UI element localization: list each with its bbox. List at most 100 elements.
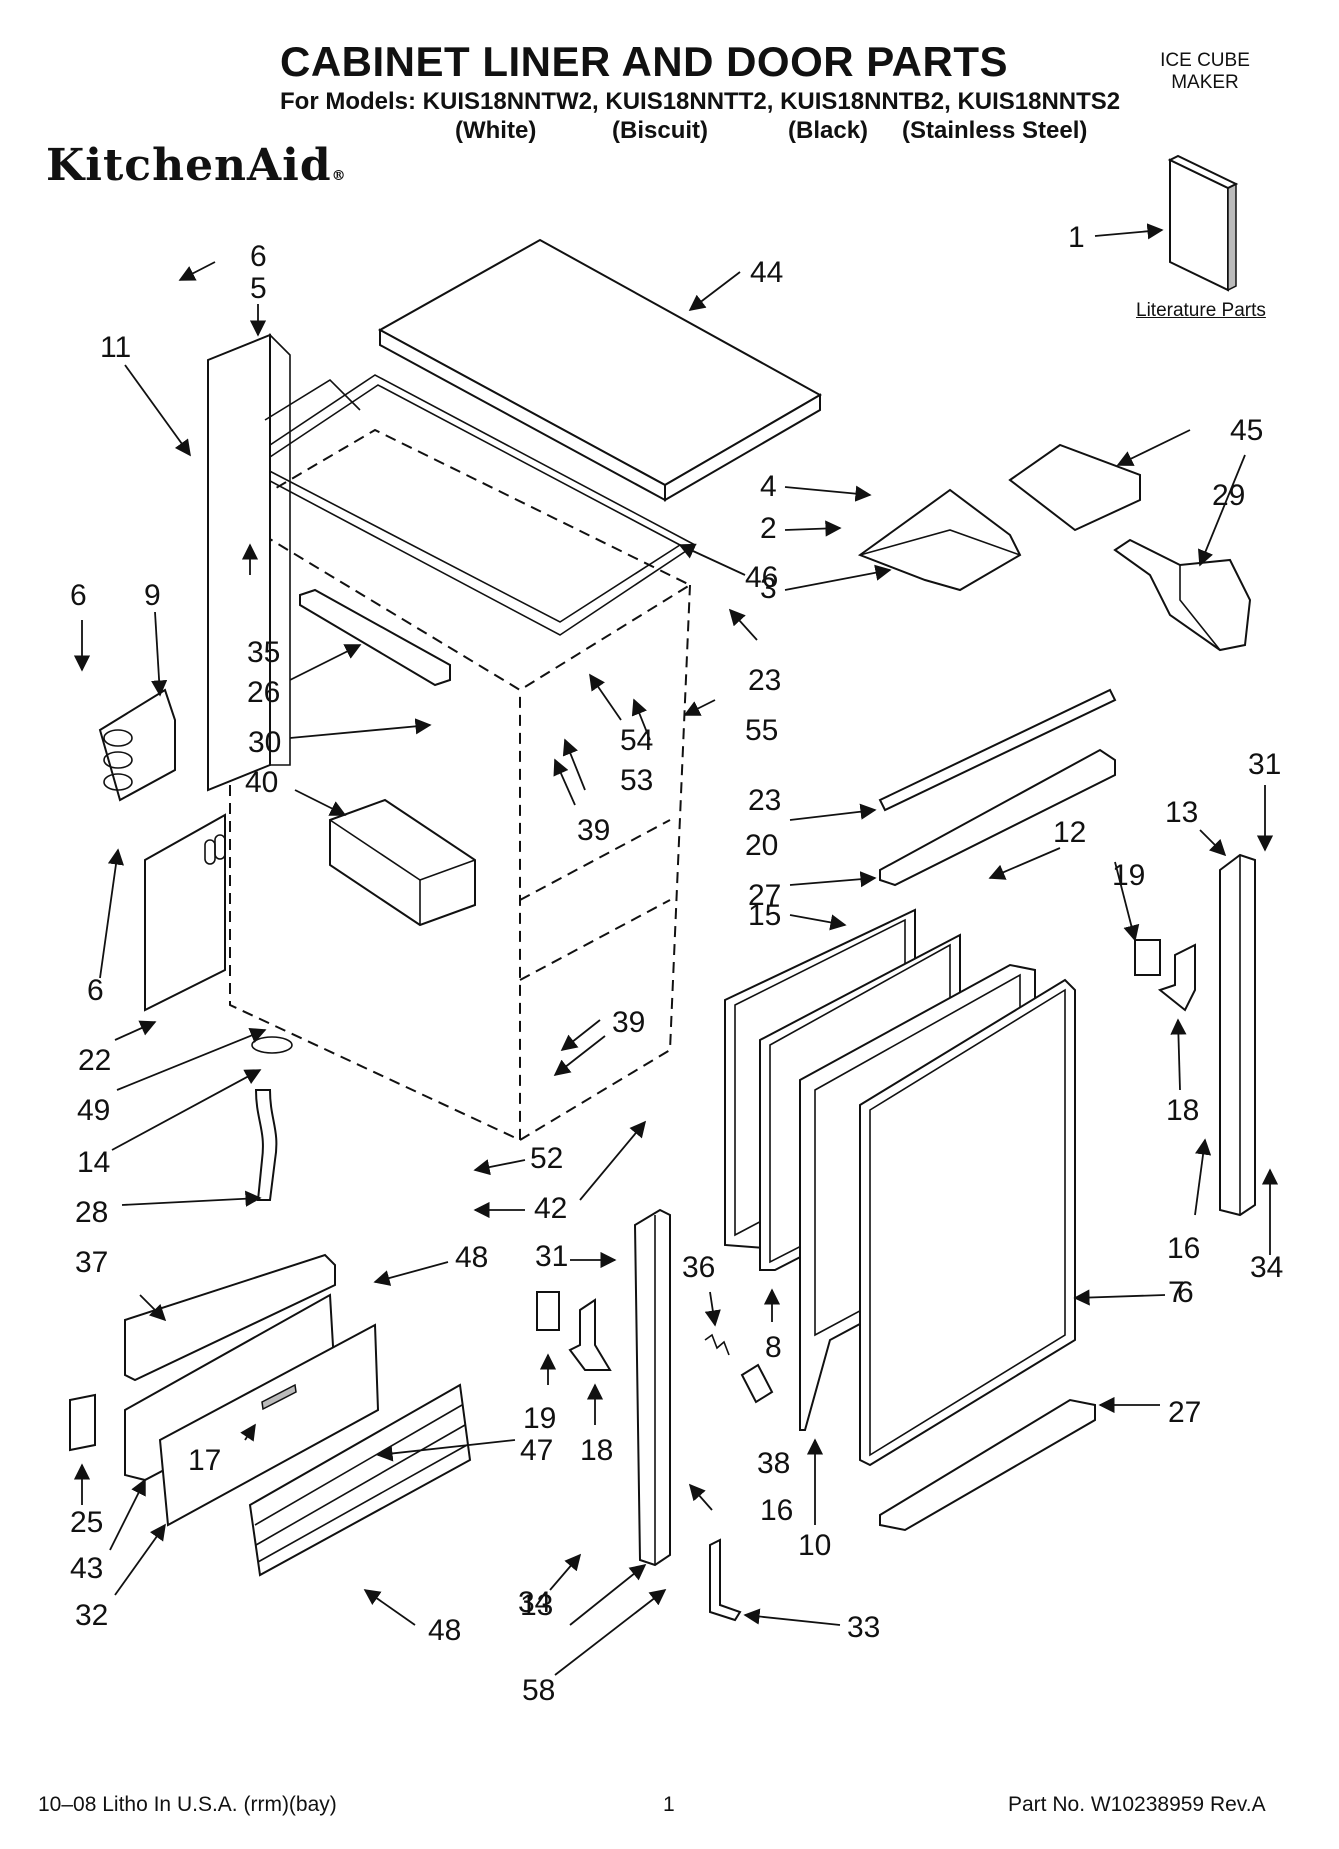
callout-label: 6 bbox=[70, 579, 87, 612]
callout-label: 31 bbox=[1248, 748, 1281, 781]
callout-label: 43 bbox=[70, 1552, 103, 1585]
callout-label: 42 bbox=[534, 1192, 567, 1225]
callout-label: 20 bbox=[745, 829, 778, 862]
callout-label: 28 bbox=[75, 1196, 108, 1229]
literature-parts-label: Literature Parts bbox=[1136, 300, 1266, 321]
drain-hose bbox=[251, 1036, 293, 1201]
callout-label: 26 bbox=[247, 676, 280, 709]
grille-clip bbox=[69, 1393, 96, 1452]
hinge-pin-sleeve bbox=[740, 1363, 774, 1404]
callout-label: 34 bbox=[518, 1586, 551, 1619]
callout-label: 16 bbox=[760, 1494, 793, 1527]
registered-mark: ® bbox=[331, 168, 347, 184]
callout-label: 30 bbox=[248, 726, 281, 759]
callout-label: 8 bbox=[765, 1331, 782, 1364]
lower-hinge-bracket bbox=[709, 1538, 742, 1622]
page-title: CABINET LINER AND DOOR PARTS bbox=[280, 38, 1008, 85]
page-number: 1 bbox=[663, 1793, 675, 1816]
callout-label: 11 bbox=[100, 331, 131, 364]
callout-label: 10 bbox=[798, 1529, 831, 1562]
callout-labels: 1 2 3 4 5 6 6 6 6 7 8 9 10 11 12 13 13 1… bbox=[70, 221, 1283, 1707]
callout-label: 49 bbox=[77, 1094, 110, 1127]
brand-logo: KitchenAid® bbox=[46, 140, 347, 191]
toe-grille bbox=[158, 1323, 380, 1527]
callout-label: 23 bbox=[748, 784, 781, 817]
callout-label: 16 bbox=[1167, 1232, 1200, 1265]
callout-label: 58 bbox=[522, 1674, 555, 1707]
left-door-hinge bbox=[536, 1291, 612, 1371]
callout-label: 48 bbox=[428, 1614, 461, 1647]
callout-label: 18 bbox=[1166, 1094, 1199, 1127]
callout-label: 14 bbox=[77, 1146, 110, 1179]
literature-booklet bbox=[1167, 154, 1239, 292]
callout-label: 52 bbox=[530, 1142, 563, 1175]
callout-label: 39 bbox=[577, 814, 610, 847]
product-category: ICE CUBE MAKER bbox=[1150, 50, 1260, 94]
callout-label: 22 bbox=[78, 1044, 111, 1077]
callout-label: 7 bbox=[1168, 1276, 1185, 1309]
condenser-grille bbox=[248, 1383, 472, 1577]
callout-label: 6 bbox=[87, 974, 104, 1007]
callout-label: 13 bbox=[520, 1589, 553, 1622]
callout-label: 3 bbox=[760, 572, 777, 605]
callout-label: 48 bbox=[455, 1241, 488, 1274]
print-info: 10–08 Litho In U.S.A. (rrm)(bay) bbox=[38, 1793, 337, 1816]
callout-label: 32 bbox=[75, 1599, 108, 1632]
callout-label: 18 bbox=[580, 1434, 613, 1467]
callout-label: 38 bbox=[757, 1447, 790, 1480]
right-door-hinge bbox=[1134, 939, 1196, 1012]
callout-label: 17 bbox=[188, 1444, 221, 1477]
leader-arrows bbox=[73, 223, 1279, 1676]
category-line: MAKER bbox=[1171, 72, 1239, 93]
ice-scoop bbox=[1113, 538, 1252, 652]
callout-label: 6 bbox=[250, 240, 267, 273]
left-side-panel bbox=[207, 333, 361, 792]
callout-label: 36 bbox=[682, 1251, 715, 1284]
callout-label: 19 bbox=[523, 1402, 556, 1435]
callout-label: 13 bbox=[1165, 796, 1198, 829]
callout-label: 54 bbox=[620, 724, 653, 757]
rear-access-panel bbox=[144, 813, 226, 1012]
shelf-rail bbox=[299, 588, 451, 687]
door-top-bracket bbox=[878, 688, 1117, 812]
callout-label: 1 bbox=[1068, 221, 1085, 254]
callout-label: 46 bbox=[745, 561, 778, 594]
door-panel bbox=[859, 978, 1076, 1467]
callout-label: 12 bbox=[1053, 816, 1086, 849]
toe-grille-frame bbox=[124, 1253, 336, 1382]
callout-label: 4 bbox=[760, 470, 777, 503]
brand-name: KitchenAid bbox=[46, 140, 332, 191]
cabinet-top-panel bbox=[377, 238, 823, 502]
callout-label: 6 bbox=[1177, 1276, 1194, 1309]
model-list: For Models: KUIS18NNTW2, KUIS18NNTT2, KU… bbox=[280, 88, 1121, 115]
callout-label: 27 bbox=[1168, 1396, 1201, 1429]
callout-label: 37 bbox=[75, 1246, 108, 1279]
callout-label: 39 bbox=[612, 1006, 645, 1039]
callout-label: 47 bbox=[520, 1434, 553, 1467]
callout-label: 23 bbox=[748, 664, 781, 697]
callout-label: 35 bbox=[247, 636, 280, 669]
right-hinge-rail bbox=[1219, 853, 1256, 1217]
door-top-trim bbox=[879, 748, 1116, 887]
part-number: Part No. W10238959 Rev.A bbox=[1008, 1793, 1266, 1816]
variant-white: (White) bbox=[455, 117, 537, 144]
callout-label: 9 bbox=[144, 579, 161, 612]
callout-label: 55 bbox=[745, 714, 778, 747]
callout-label: 19 bbox=[1112, 859, 1145, 892]
callout-label: 34 bbox=[1250, 1251, 1283, 1284]
variant-biscuit: (Biscuit) bbox=[612, 117, 708, 144]
callout-label: 15 bbox=[748, 899, 781, 932]
door-bottom-trim bbox=[879, 1398, 1096, 1532]
left-hinge-rail bbox=[633, 1208, 671, 1567]
callout-label: 5 bbox=[250, 272, 267, 305]
hinge-spring bbox=[704, 1333, 730, 1356]
callout-label: 27 bbox=[748, 879, 781, 912]
hinge-bracket bbox=[98, 688, 176, 802]
variant-stainless: (Stainless Steel) bbox=[902, 117, 1088, 144]
callout-label: 33 bbox=[847, 1611, 880, 1644]
callout-label: 44 bbox=[750, 256, 783, 289]
storage-bin bbox=[329, 798, 476, 927]
callout-label: 53 bbox=[620, 764, 653, 797]
callout-label: 31 bbox=[535, 1240, 568, 1273]
callout-label: 25 bbox=[70, 1506, 103, 1539]
